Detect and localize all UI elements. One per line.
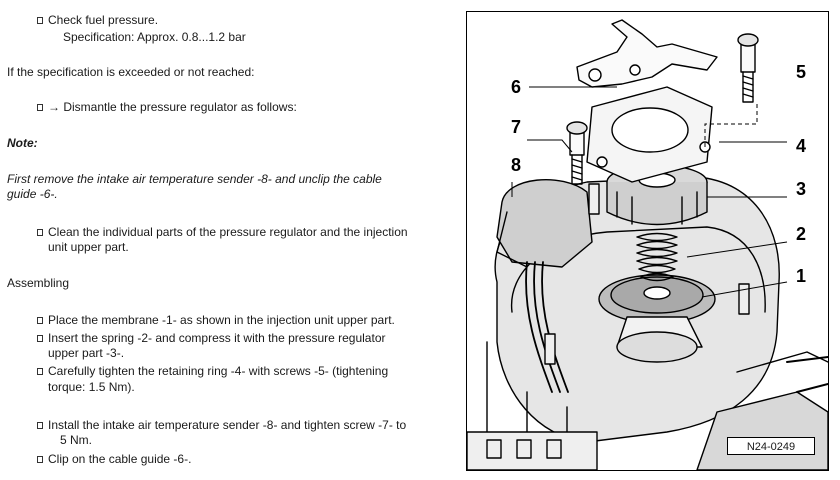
step-spring-2: upper part -3-. <box>48 346 125 360</box>
step-ring-1: Carefully tighten the retaining ring -4-… <box>48 364 389 378</box>
exploded-view-drawing <box>467 19 828 470</box>
note-title: Note: <box>7 136 38 150</box>
checkbox-icon <box>37 368 43 375</box>
step-clip: Clip on the cable guide -6-. <box>48 452 192 466</box>
step-clean-1: Clean the individual parts of the pressu… <box>48 225 408 239</box>
step-sender-1: Install the intake air temperature sende… <box>48 418 407 432</box>
checkbox-icon <box>37 317 43 324</box>
step-clean-2: unit upper part. <box>48 240 129 254</box>
condition-text: If the specification is exceeded or not … <box>7 65 255 79</box>
figure-id-label: N24-0249 <box>727 437 815 455</box>
note-line-2: guide -6-. <box>7 187 58 201</box>
step-dismantle: → Dismantle the pressure regulator as fo… <box>48 100 297 114</box>
checkbox-icon <box>37 17 43 24</box>
instruction-text: Check fuel pressure. Specification: Appr… <box>7 13 408 466</box>
specification: Specification: Approx. 0.8...1.2 bar <box>63 30 246 44</box>
callout-4: 4 <box>796 136 807 156</box>
step-membrane: Place the membrane -1- as shown in the i… <box>48 313 395 327</box>
exploded-view-figure: 5 6 7 4 8 3 2 1 N24-0249 <box>466 11 829 471</box>
callout-6: 6 <box>511 77 522 97</box>
step-spring-1: Insert the spring -2- and compress it wi… <box>48 331 386 345</box>
checkbox-icon <box>37 229 43 236</box>
section-heading-assembling: Assembling <box>7 276 70 290</box>
callout-5: 5 <box>796 62 807 82</box>
callout-3: 3 <box>796 179 807 199</box>
note-line-1: First remove the intake air temperature … <box>7 172 382 186</box>
checkbox-icon <box>37 335 43 342</box>
step-ring-2: torque: 1.5 Nm). <box>48 380 135 394</box>
callout-7: 7 <box>511 117 522 137</box>
callout-2: 2 <box>796 224 807 244</box>
step-sender-2: 5 Nm. <box>60 433 93 447</box>
checkbox-icon <box>37 104 43 111</box>
checkbox-icon <box>37 422 43 429</box>
callout-8: 8 <box>511 155 522 175</box>
callout-1: 1 <box>796 266 807 286</box>
checkbox-icon <box>37 456 43 463</box>
step-check-fuel: Check fuel pressure. <box>48 13 159 27</box>
